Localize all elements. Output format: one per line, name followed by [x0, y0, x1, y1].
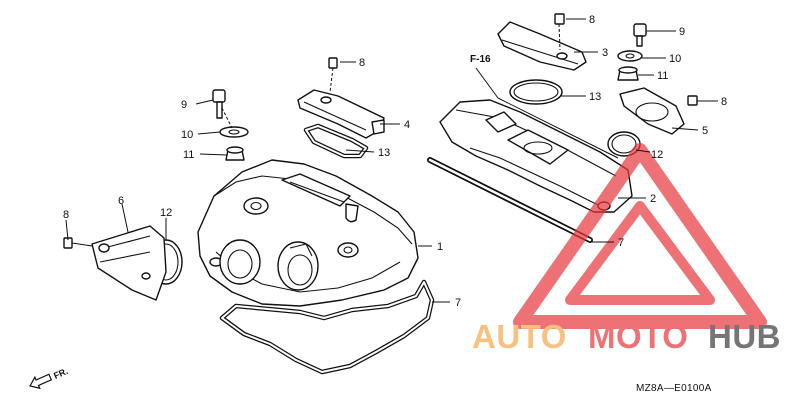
callout-8-left: 8: [63, 209, 69, 221]
right-side-cover-assembly: [607, 87, 698, 157]
callout-12-right: 12: [651, 149, 663, 161]
front-direction-label: FR.: [52, 366, 69, 381]
upper-cover-assembly-front: [297, 57, 385, 159]
rear-cover-gasket-7: [427, 157, 593, 243]
callout-1: 1: [437, 241, 443, 253]
callout-6: 6: [118, 195, 124, 207]
callout-10-right: 10: [669, 53, 681, 65]
callout-3: 3: [602, 47, 608, 59]
rear-cylinder-head-cover: [439, 99, 633, 213]
callout-13-right: 13: [589, 91, 601, 103]
callout-2: 2: [650, 193, 656, 205]
callout-8-top: 8: [589, 14, 595, 26]
side-cover-assembly: [63, 225, 183, 301]
leader-lines: [65, 18, 718, 303]
watermark-triangle-outer: [513, 143, 767, 329]
drawing-reference-code: MZ8A—E0100A: [636, 383, 712, 394]
callout-9-left: 9: [181, 99, 187, 111]
rear-bolt-stack: [617, 23, 647, 81]
figure-reference: F-16: [470, 54, 491, 65]
callout-12-left: 12: [160, 207, 172, 219]
callout-4: 4: [404, 119, 410, 131]
callout-11-left: 11: [183, 149, 194, 161]
callout-13-left: 13: [378, 147, 390, 159]
watermark-brand-auto: AUTO: [472, 318, 567, 355]
bolt-8-upper-left: [328, 57, 338, 93]
automotohub-watermark: AUTO MOTO HUB: [472, 143, 781, 355]
front-cylinder-head-cover: [197, 159, 419, 307]
callout-labels: 1 2 3 4 5 6 7 7 8 8 8 8 9 9 10 10 11 11 …: [63, 14, 727, 309]
front-bolt-stack: [212, 89, 249, 161]
bolt-9-left: [212, 89, 226, 119]
front-cover-gasket: [219, 279, 435, 375]
bolt-8-top: [554, 13, 565, 51]
callout-10-left: 10: [181, 129, 193, 141]
callout-5: 5: [702, 125, 708, 137]
washer-10-left: [219, 126, 249, 138]
callout-8-right: 8: [721, 96, 727, 108]
watermark-brand-hub: HUB: [708, 318, 781, 355]
front-direction-indicator: FR.: [29, 366, 69, 390]
callout-8-upper-left: 8: [359, 57, 365, 69]
callout-9-right: 9: [679, 26, 685, 38]
upper-cover-assembly-rear: [497, 13, 587, 105]
watermark-triangle-inner: [565, 201, 715, 305]
callout-7-rear: 7: [618, 237, 624, 249]
grommet-11-left: [225, 146, 245, 161]
callout-7-front: 7: [455, 297, 461, 309]
callout-11-right: 11: [657, 70, 668, 82]
front-direction-arrow-icon: [29, 373, 53, 390]
watermark-brand-moto: MOTO: [588, 318, 688, 355]
